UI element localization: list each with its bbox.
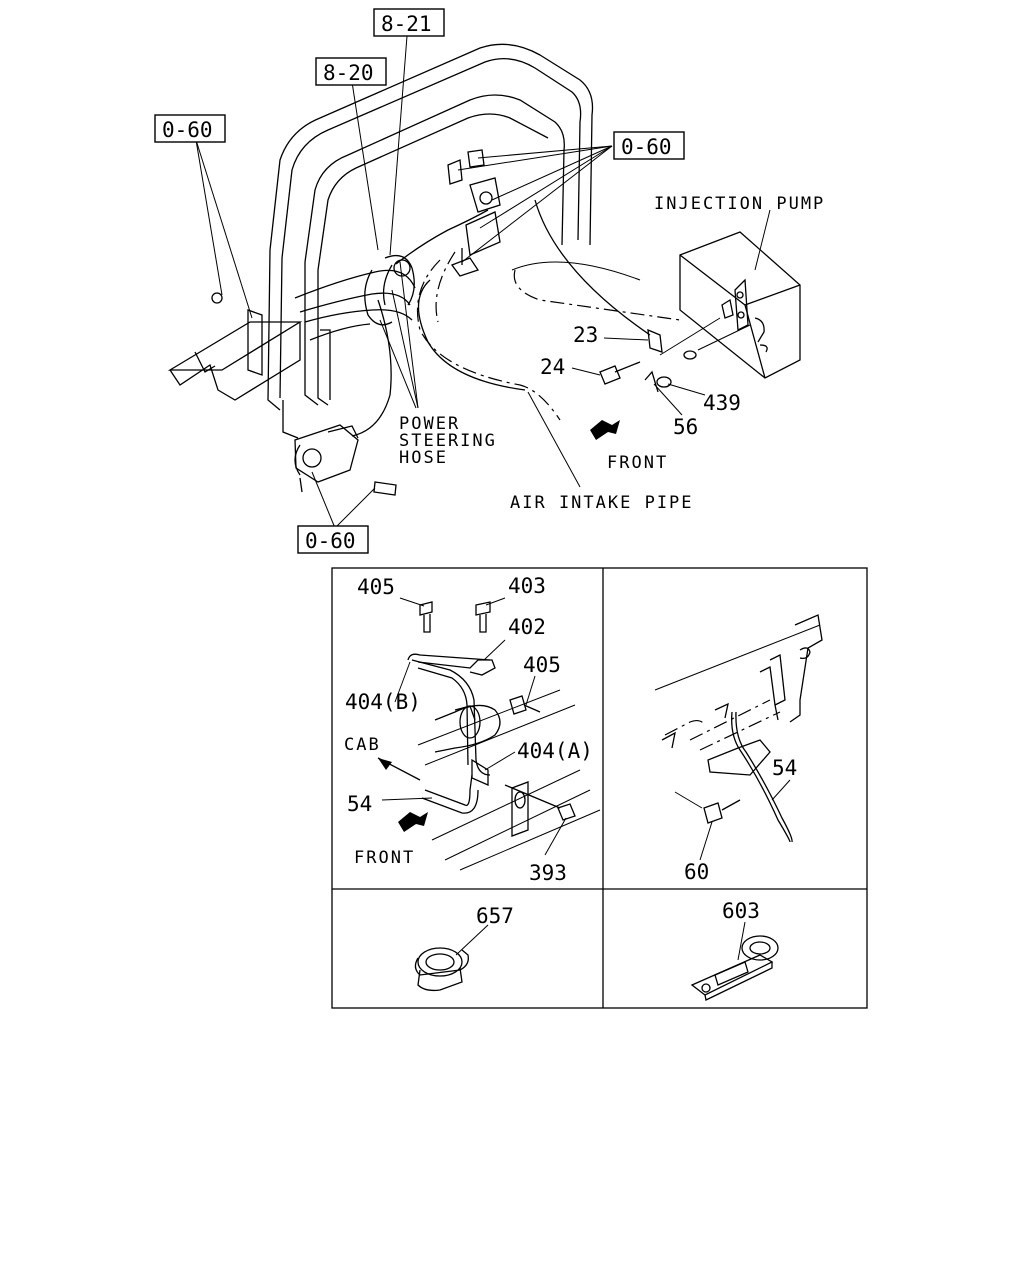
part-number-56: 56 xyxy=(673,415,698,439)
detail-a-part-403: 403 xyxy=(508,574,546,598)
detail-a-part-405-left: 405 xyxy=(357,575,395,599)
detail-a-part-402: 402 xyxy=(508,615,546,639)
ref-box-0-60-right[interactable]: 0-60 xyxy=(613,131,685,160)
part-number-24: 24 xyxy=(540,355,565,379)
detail-b-part-54: 54 xyxy=(772,756,797,780)
part-number-439: 439 xyxy=(703,391,741,415)
detail-d-clip-drawing xyxy=(690,921,779,1001)
detail-a-drawing xyxy=(377,601,601,871)
power-steering-hose-label-line2: STEERING xyxy=(399,431,497,451)
front-label-detail: FRONT xyxy=(354,848,415,868)
ref-box-0-60-bottom[interactable]: 0-60 xyxy=(297,525,369,554)
power-steering-hose-label-line3: HOSE xyxy=(399,448,448,468)
detail-a-part-404a: 404(A) xyxy=(517,739,593,763)
svg-text:0-60: 0-60 xyxy=(621,135,672,159)
cab-label: CAB xyxy=(344,735,381,755)
detail-a-leaders xyxy=(381,597,567,856)
detail-a-part-405-right: 405 xyxy=(523,653,561,677)
ref-box-0-60-left[interactable]: 0-60 xyxy=(154,114,226,143)
detail-b-part-60: 60 xyxy=(684,860,709,884)
svg-text:8-20: 8-20 xyxy=(323,61,374,85)
svg-text:0-60: 0-60 xyxy=(305,529,356,553)
front-label-top: FRONT xyxy=(607,453,668,473)
detail-a-part-54: 54 xyxy=(347,792,372,816)
detail-panels-frame xyxy=(331,567,868,1009)
top-leader-lines xyxy=(195,35,771,529)
detail-a-part-393: 393 xyxy=(529,861,567,885)
svg-text:8-21: 8-21 xyxy=(381,12,432,36)
detail-b-drawing xyxy=(654,614,823,843)
air-intake-pipe-label: AIR INTAKE PIPE xyxy=(510,493,694,513)
top-assembly-drawing xyxy=(167,43,801,496)
detail-d-part-603: 603 xyxy=(722,899,760,923)
ref-box-8-21[interactable]: 8-21 xyxy=(373,8,445,37)
power-steering-hose-label-line1: POWER xyxy=(399,414,460,434)
detail-c-part-657: 657 xyxy=(476,904,514,928)
injection-pump-label: INJECTION PUMP xyxy=(654,194,825,214)
detail-b-leaders xyxy=(699,779,791,861)
detail-a-part-404b: 404(B) xyxy=(345,690,421,714)
svg-text:0-60: 0-60 xyxy=(162,118,213,142)
part-number-23: 23 xyxy=(573,323,598,347)
ref-box-8-20[interactable]: 8-20 xyxy=(315,57,387,86)
detail-c-clip-drawing xyxy=(414,924,489,992)
